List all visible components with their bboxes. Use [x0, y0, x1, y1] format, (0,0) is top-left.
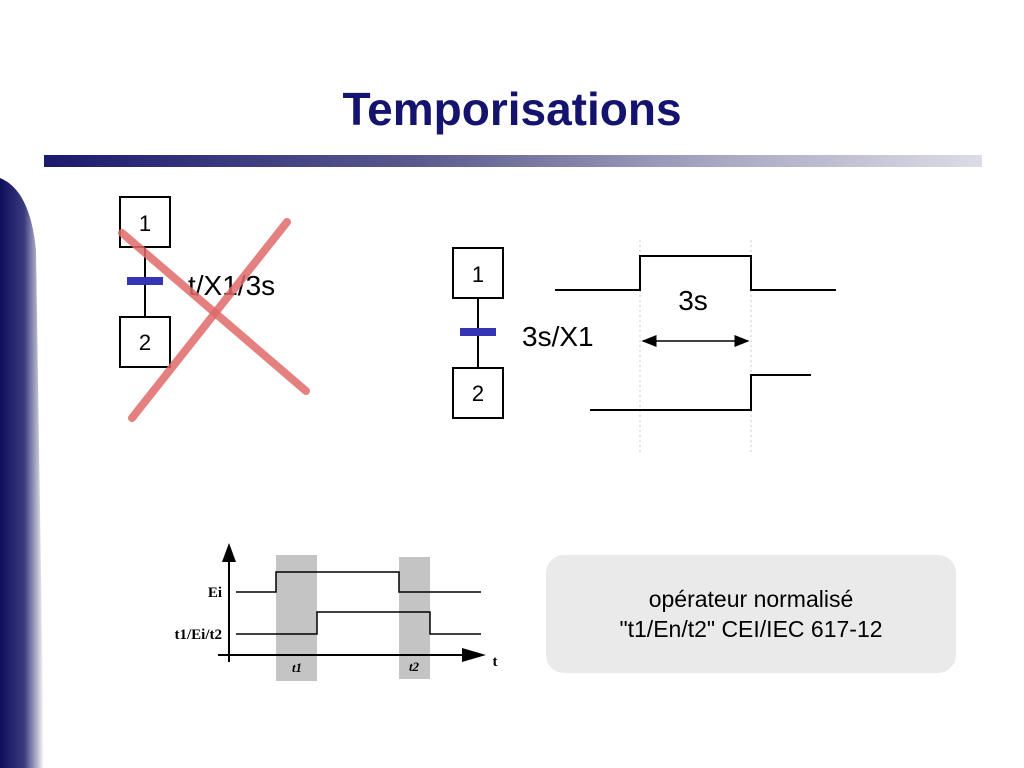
right-grafcet: 1 2 3s/X1: [452, 247, 594, 419]
right-receptivity-label: 3s/X1: [522, 321, 594, 352]
receptivity-waveform: [590, 374, 811, 411]
left-step-2-box: [119, 316, 171, 368]
right-step-2-box: [452, 367, 504, 419]
right-transition-bar: [460, 328, 496, 336]
note-box: opérateur normalisé "t1/En/t2" CEI/IEC 6…: [546, 555, 956, 673]
time-axis-label: t: [493, 654, 498, 670]
title-underline-bar: [44, 155, 982, 167]
signal-ei-label: Ei: [208, 585, 222, 601]
timing-chart: Ei t1/Ei/t2 t t1 t2: [175, 543, 498, 681]
delay-zone-1: [276, 555, 317, 681]
right-timing-waveforms: 3s: [555, 240, 836, 452]
x-axis-arrow: [462, 648, 486, 662]
left-step-1-box: [119, 196, 171, 248]
ei-waveform: [236, 571, 481, 593]
signal-output-label: t1/Ei/t2: [175, 627, 223, 643]
delay-zone-2: [399, 557, 430, 679]
cross-out-mark: [118, 218, 310, 422]
slide-title: Temporisations: [342, 83, 682, 135]
duration-label: 3s: [678, 285, 708, 316]
left-step-1-label: 1: [139, 211, 151, 236]
right-step-2-label: 2: [472, 381, 484, 406]
note-line-2: "t1/En/t2" CEI/IEC 617-12: [619, 616, 883, 642]
step-x1-waveform: [555, 255, 836, 291]
left-transition-bar: [127, 277, 163, 285]
output-waveform: [236, 611, 481, 635]
delay-2-label: t2: [409, 659, 420, 674]
note-line-1: opérateur normalisé: [648, 586, 854, 612]
delay-1-label: t1: [292, 660, 302, 675]
left-grafcet: 1 2 t/X1/3s: [118, 196, 310, 422]
left-step-2-label: 2: [139, 330, 151, 355]
y-axis-arrow: [222, 543, 236, 562]
right-step-1-label: 1: [472, 262, 484, 287]
left-decorative-band: [0, 178, 44, 768]
